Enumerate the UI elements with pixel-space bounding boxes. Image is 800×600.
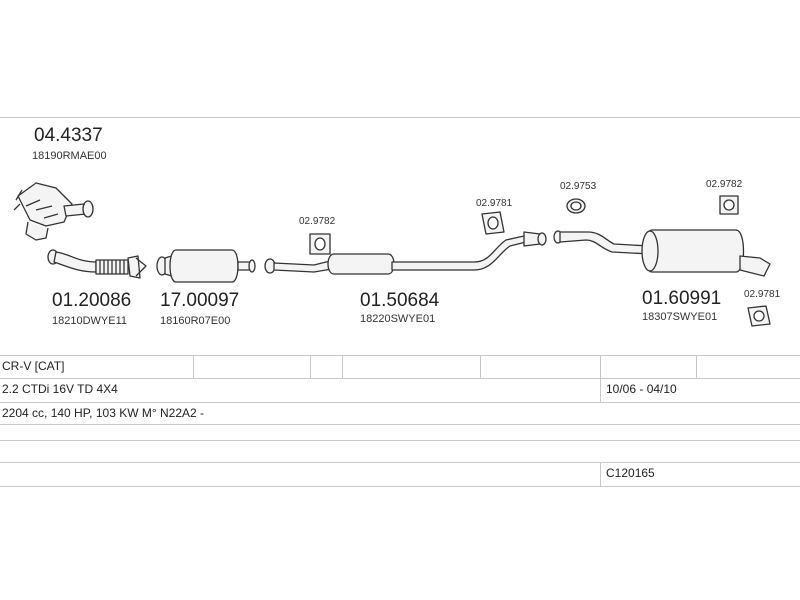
table-line <box>0 486 800 487</box>
part-number-small: 02.9781 <box>476 198 513 209</box>
table-divider <box>696 355 697 378</box>
oem-number: 18210DWYE11 <box>52 315 128 327</box>
oem-number: 18307SWYE01 <box>642 311 718 323</box>
production-period: 10/06 - 04/10 <box>606 382 677 396</box>
catalyst-drawing <box>156 249 256 283</box>
table-line <box>0 355 800 356</box>
table-divider <box>480 355 481 378</box>
catalogue-code: C120165 <box>606 466 655 480</box>
part-number-small: 02.9781 <box>744 289 781 300</box>
table-line <box>0 402 800 403</box>
part-number: 17.00097 <box>160 290 240 311</box>
front-pipe-drawing <box>13 182 94 241</box>
diagram-top-border <box>0 117 800 118</box>
vehicle-model: CR-V [CAT] <box>2 359 65 373</box>
table-divider <box>310 355 311 378</box>
hanger-drawing <box>719 195 739 215</box>
oem-number: 18220SWYE01 <box>360 313 436 325</box>
engine-spec: 2204 cc, 140 HP, 103 KW M° N22A2 - <box>2 406 205 420</box>
hanger-drawing <box>747 305 771 327</box>
oem-number: 18190RMAE00 <box>32 150 107 162</box>
part-number: 01.60991 <box>642 288 722 309</box>
table-line <box>0 378 800 379</box>
flex-pipe-drawing <box>47 249 147 279</box>
part-number-small: 02.9782 <box>706 179 743 190</box>
oem-number: 18160R07E00 <box>160 315 231 327</box>
part-number-small: 02.9782 <box>299 216 336 227</box>
hanger-drawing <box>481 211 505 235</box>
rear-silencer-drawing <box>553 229 771 277</box>
table-divider <box>342 355 343 378</box>
ring-drawing <box>566 198 586 214</box>
engine-description: 2.2 CTDi 16V TD 4X4 <box>2 382 118 396</box>
middle-silencer-drawing <box>264 231 547 275</box>
table-line <box>0 440 800 441</box>
table-line <box>0 424 800 425</box>
table-divider <box>600 355 601 402</box>
table-line <box>0 462 800 463</box>
part-number: 04.4337 <box>34 125 103 146</box>
part-number: 01.20086 <box>52 290 132 311</box>
table-divider <box>193 355 194 378</box>
hanger-drawing <box>309 233 331 255</box>
table-divider <box>600 462 601 486</box>
part-number: 01.50684 <box>360 290 440 311</box>
part-number-small: 02.9753 <box>560 181 597 192</box>
